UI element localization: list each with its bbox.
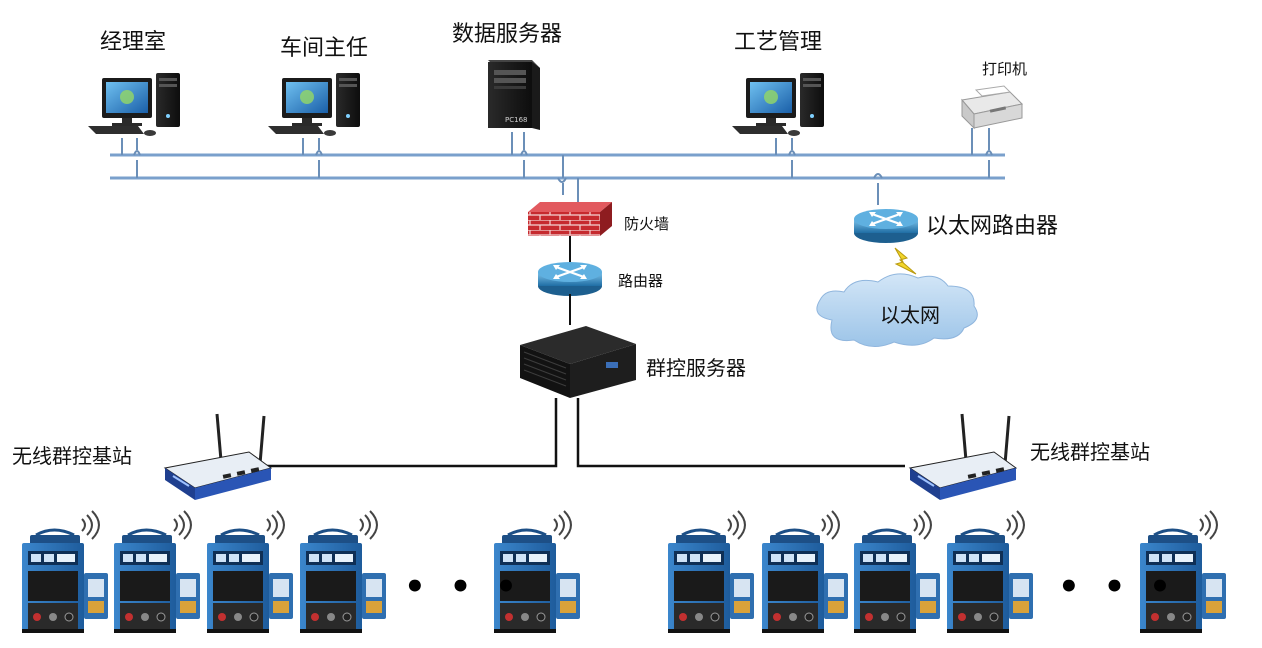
svg-text:PC168: PC168 xyxy=(505,116,527,124)
manager-pc-icon xyxy=(88,73,180,136)
welder-icon xyxy=(205,509,295,635)
ellipsis-left: • • • xyxy=(404,567,523,607)
welder-icon xyxy=(666,509,756,635)
label-data-server: 数据服务器 xyxy=(452,22,563,47)
data-server-icon: PC168 xyxy=(488,60,540,130)
wireless-ap-left-icon xyxy=(163,412,273,502)
router-icon xyxy=(536,260,604,298)
label-ethernet-router: 以太网路由器 xyxy=(926,214,1059,239)
firewall-icon xyxy=(528,202,612,236)
printer-icon xyxy=(961,85,1024,130)
welder-icon xyxy=(760,509,850,635)
base-station-cables xyxy=(260,398,905,468)
label-group-control-server: 群控服务器 xyxy=(646,356,746,380)
label-wireless-base-station-right: 无线群控基站 xyxy=(1030,440,1150,464)
welder-icon xyxy=(852,509,942,635)
director-pc-icon xyxy=(268,73,360,136)
label-wireless-base-station-left: 无线群控基站 xyxy=(12,444,132,468)
label-process-management: 工艺管理 xyxy=(734,30,823,55)
welder-icon xyxy=(945,509,1035,635)
ethernet-router-icon xyxy=(852,207,920,245)
group-control-server-icon xyxy=(520,326,636,398)
wireless-ap-right-icon xyxy=(908,412,1018,502)
label-printer: 打印机 xyxy=(982,60,1028,78)
label-firewall: 防火墙 xyxy=(624,215,670,233)
label-manager-office: 经理室 xyxy=(100,30,167,55)
network-bus xyxy=(110,153,1005,180)
welder-icon xyxy=(20,509,110,635)
label-ethernet: 以太网 xyxy=(880,303,940,327)
process-pc-icon xyxy=(732,73,824,136)
ellipsis-right: • • • xyxy=(1058,567,1177,607)
lightning-icon xyxy=(894,247,917,275)
welder-icon xyxy=(298,509,388,635)
bus-drops xyxy=(121,128,993,205)
ethernet-cloud-icon xyxy=(816,273,978,347)
label-router: 路由器 xyxy=(618,272,664,290)
welder-icon xyxy=(112,509,202,635)
label-workshop-director: 车间主任 xyxy=(280,36,369,61)
